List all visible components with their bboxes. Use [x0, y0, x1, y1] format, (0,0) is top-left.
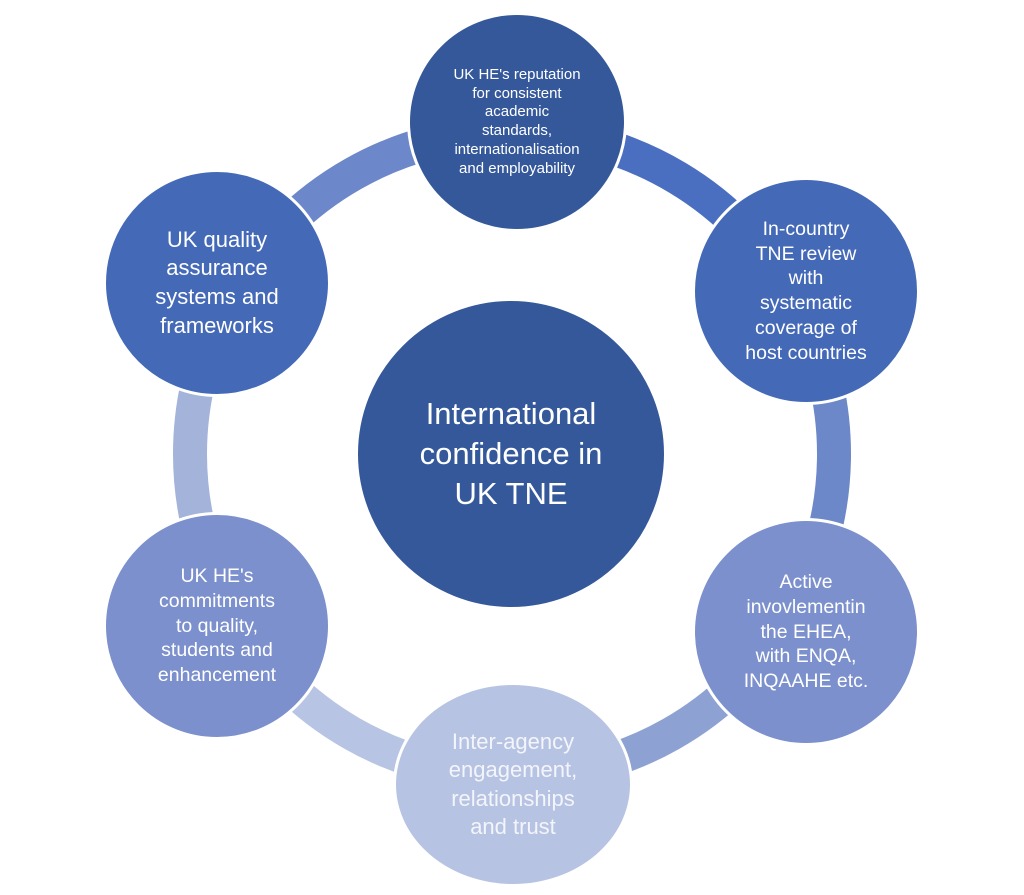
reputation-node: UK HE's reputation for consistent academ… [407, 12, 627, 232]
quality-assurance-node: UK quality assurance systems and framewo… [103, 169, 331, 397]
reputation-node-label: UK HE's reputation for consistent academ… [453, 65, 581, 177]
center-node: International confidence in UK TNE [355, 298, 667, 610]
commitments-node-label: UK HE's commitments to quality, students… [157, 565, 277, 687]
ehea-involvement-node: Active invovlementin the EHEA, with ENQA… [692, 518, 920, 746]
center-node-label: International confidence in UK TNE [419, 396, 603, 511]
ehea-involvement-node-label: Active invovlementin the EHEA, with ENQA… [743, 571, 869, 693]
commitments-node: UK HE's commitments to quality, students… [103, 512, 331, 740]
tne-review-node: In-country TNE review with systematic co… [692, 177, 920, 405]
quality-assurance-node-label: UK quality assurance systems and framewo… [155, 226, 279, 338]
inter-agency-node-label: Inter-agency engagement, relationships a… [448, 729, 578, 839]
inter-agency-node: Inter-agency engagement, relationships a… [393, 682, 633, 887]
tne-review-node-label: In-country TNE review with systematic co… [745, 217, 867, 364]
